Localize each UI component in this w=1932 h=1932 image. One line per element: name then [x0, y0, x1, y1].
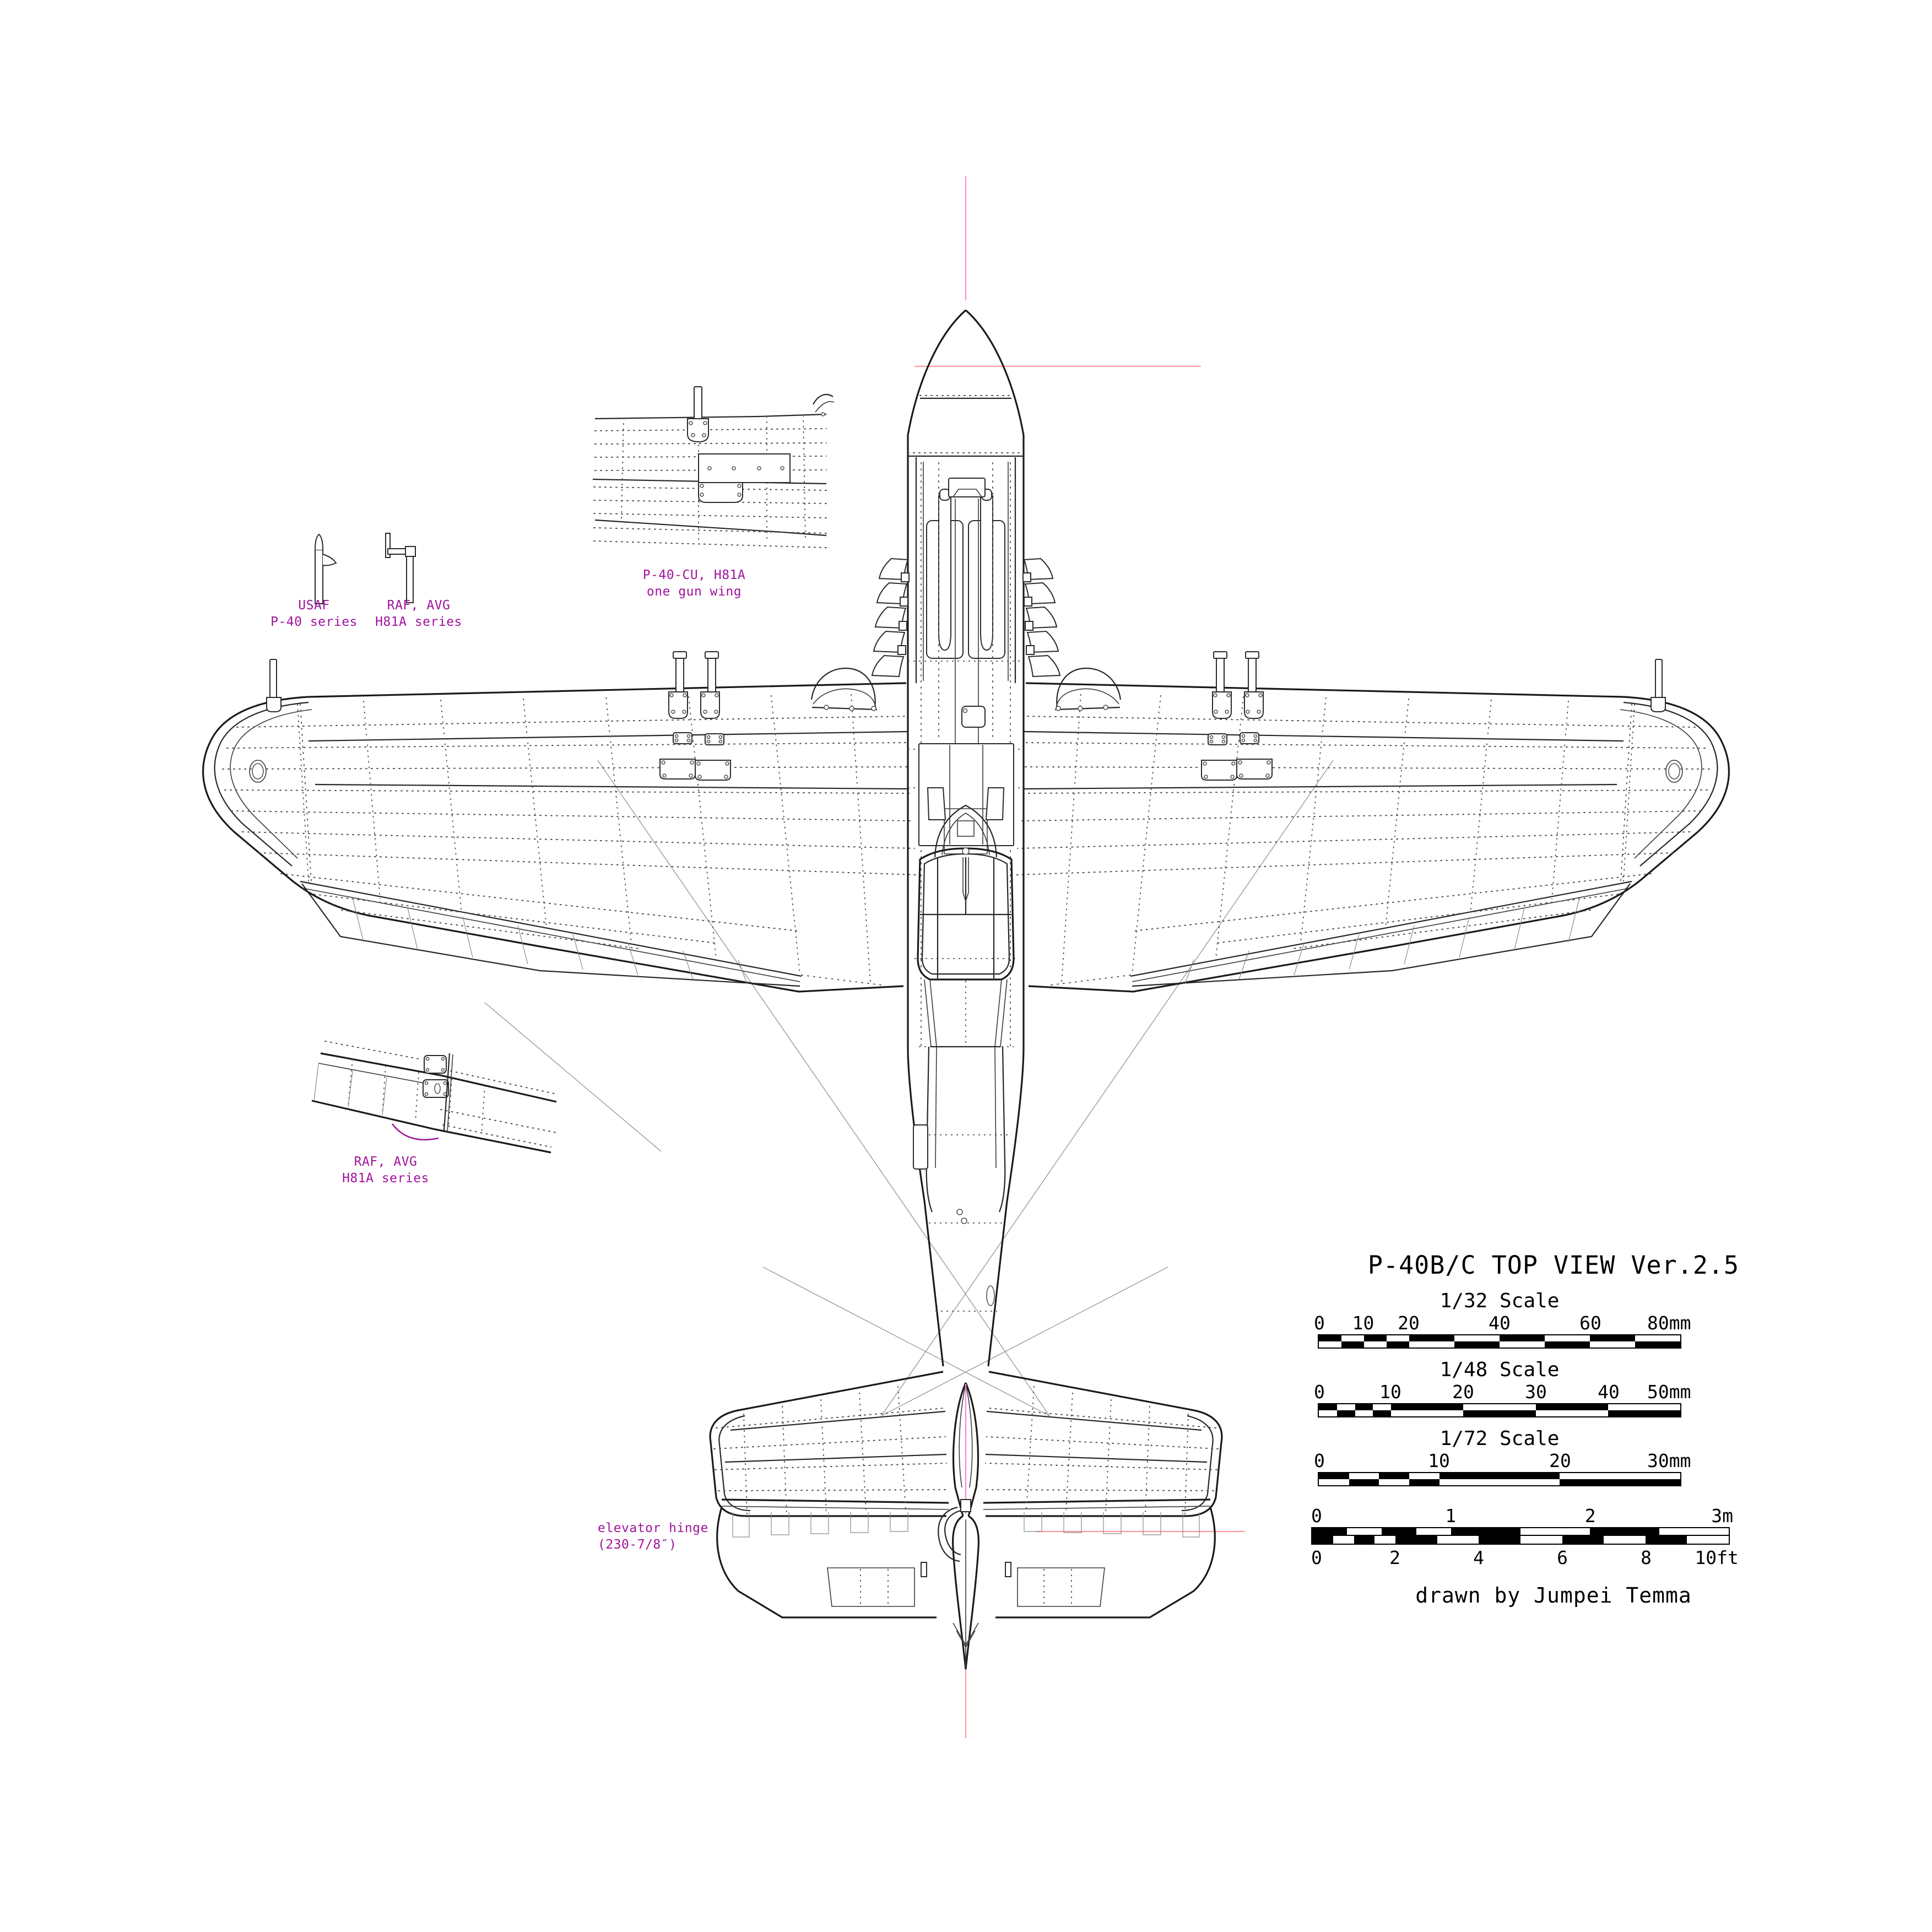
wing-right [1015, 651, 1730, 993]
gear-fairing-left [810, 667, 878, 711]
scale-tick-label: 0 [1314, 1381, 1325, 1403]
dual-scale-group: 0 1 2 3m 0 2 4 6 8 10ft [1311, 1505, 1796, 1569]
annotation-elevator-hinge: elevator hinge (230-7/8″) [598, 1521, 708, 1552]
projection-lines [484, 760, 1334, 1416]
scale-tick-label: 80mm [1647, 1312, 1691, 1334]
exhaust-stacks-left [871, 558, 910, 678]
scale-tick-labels: 0 10 20 30 40 50mm [1314, 1381, 1691, 1403]
scale-name: 1/48 Scale [1439, 1359, 1560, 1381]
drawing-credit: drawn by Jumpei Temma [1415, 1583, 1692, 1608]
scale-tick-label: 1 [1445, 1505, 1457, 1527]
scale-tick-label: 10 [1352, 1312, 1374, 1334]
scale-tick-label: 60 [1579, 1312, 1601, 1334]
inset-one-gun-wing [592, 386, 835, 548]
scale-tick-label: 10ft [1695, 1547, 1739, 1568]
scale-group: 1/48 Scale 0 10 20 30 40 50mm [1311, 1359, 1796, 1417]
scale-tick-label: 10 [1428, 1450, 1450, 1471]
canopy [917, 787, 1015, 1048]
vertical-fin [938, 1382, 979, 1670]
aileron-left [301, 883, 800, 987]
imperial-scale-bar [1311, 1536, 1730, 1545]
annotation-one-gun-wing: P-40-CU, H81A one gun wing [642, 568, 746, 599]
forward-deck-panel [918, 706, 1014, 846]
scale-tick-label: 30 [1525, 1381, 1547, 1403]
fuselage [871, 309, 1061, 1367]
scale-tick-label: 0 [1311, 1547, 1322, 1568]
drawing-title: P-40B/C TOP VIEW Ver.2.5 [1367, 1251, 1740, 1280]
scale-name: 1/32 Scale [1439, 1290, 1560, 1312]
scale-tick-label: 10 [1379, 1381, 1401, 1403]
scale-tick-label: 40 [1489, 1312, 1511, 1334]
cowl-gun-panel [926, 489, 1005, 659]
scale-tick-labels: 0 10 20 30mm [1314, 1450, 1691, 1472]
scale-tick-label: 0 [1314, 1450, 1325, 1471]
imperial-tick-labels: 0 2 4 6 8 10ft [1311, 1547, 1739, 1569]
scale-tick-label: 30mm [1647, 1450, 1691, 1471]
aft-fuselage-detail [913, 1046, 1006, 1306]
scale-tick-label: 20 [1549, 1450, 1571, 1471]
annotation-wing-detail-raf-avg: RAF, AVG H81A series [342, 1155, 429, 1186]
pitot-tube-left [266, 659, 282, 712]
scale-group: 1/32 Scale 0 10 20 40 60 80mm [1311, 1290, 1796, 1349]
scale-tick-label: 0 [1314, 1312, 1325, 1334]
wing-guns-left [659, 651, 731, 781]
scale-tick-label: 50mm [1647, 1381, 1691, 1403]
wing-left [202, 651, 917, 993]
metric-scale-bar [1311, 1527, 1730, 1536]
scale-tick-label: 20 [1452, 1381, 1474, 1403]
metric-tick-labels: 0 1 2 3m [1311, 1505, 1733, 1527]
annotation-pitot-usaf: USAF P-40 series [270, 598, 358, 629]
scale-tick-label: 20 [1398, 1312, 1420, 1334]
inset-pitot-raf-avg [385, 533, 416, 603]
inset-pitot-usaf [315, 533, 337, 604]
scale-tick-label: 40 [1598, 1381, 1620, 1403]
scale-tick-labels: 0 10 20 40 60 80mm [1314, 1312, 1691, 1334]
scale-tick-label: 0 [1311, 1505, 1322, 1527]
scale-bar [1318, 1472, 1681, 1486]
scale-tick-label: 3m [1711, 1505, 1733, 1527]
scale-tick-label: 8 [1641, 1547, 1652, 1568]
scale-bar [1318, 1403, 1681, 1417]
scale-tick-label: 4 [1473, 1547, 1484, 1568]
annotation-pitot-raf-avg: RAF, AVG H81A series [375, 598, 462, 629]
scale-tick-label: 2 [1584, 1505, 1596, 1527]
scale-tick-label: 2 [1389, 1547, 1400, 1568]
empennage [709, 1371, 1223, 1670]
scale-group: 1/72 Scale 0 10 20 30mm [1311, 1427, 1796, 1486]
scale-name: 1/72 Scale [1439, 1427, 1560, 1450]
scale-bar [1318, 1334, 1681, 1349]
inset-raf-avg-wing [311, 1041, 557, 1154]
scale-tick-label: 6 [1557, 1547, 1568, 1568]
exhaust-stacks-right [1022, 558, 1061, 678]
